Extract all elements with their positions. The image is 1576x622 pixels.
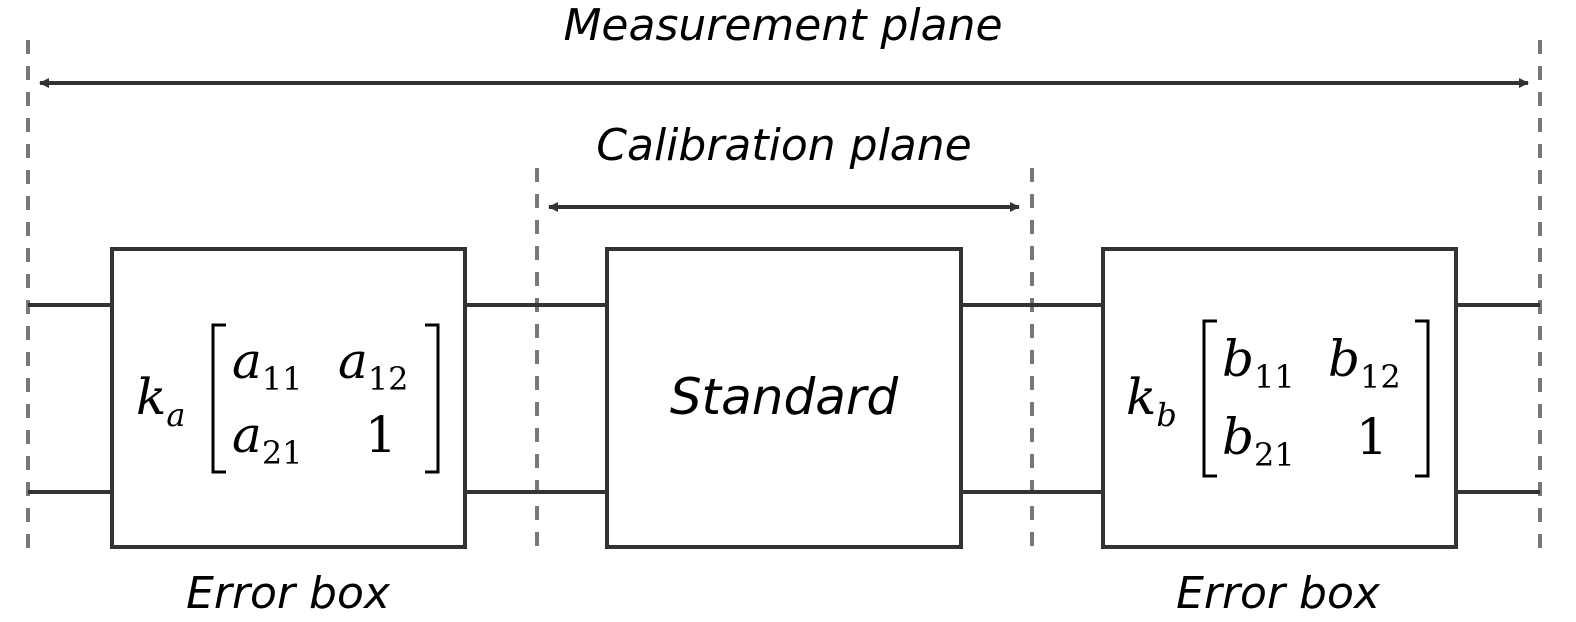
scale-factor-kb-symbol: k: [1126, 368, 1157, 426]
matrix-b-entry-12: b12: [1328, 334, 1401, 393]
matrix-a-left-bracket: [211, 323, 226, 474]
error-box-right-label: Error box: [1176, 568, 1380, 619]
scale-factor-ka: ka: [136, 372, 185, 431]
matrix-b-entry-21-symbol: b: [1222, 408, 1255, 466]
matrix-a-entry-21-subscript: 21: [261, 434, 303, 472]
matrix-a-entry-11-subscript: 11: [261, 360, 303, 398]
matrix-b-entry-11: b11: [1222, 334, 1295, 393]
matrix-b-entry-21: b21: [1222, 412, 1295, 471]
matrix-a-right-bracket: [425, 323, 440, 474]
matrix-b-right-bracket: [1415, 319, 1430, 478]
error-box-left-label: Error box: [186, 568, 390, 619]
standard-box: [605, 247, 963, 549]
matrix-a-entry-12-subscript: 12: [367, 360, 409, 398]
matrix-b-entry-22: 1: [1356, 412, 1388, 462]
calibration-plane-label: Calibration plane: [596, 120, 972, 171]
error-box-a: [110, 247, 467, 549]
matrix-a-entry-12: a12: [338, 336, 409, 395]
scale-factor-ka-symbol: k: [136, 368, 167, 426]
matrix-b-entry-11-symbol: b: [1222, 330, 1255, 388]
standard-label: Standard: [669, 368, 899, 426]
matrix-a-entry-12-symbol: a: [338, 332, 368, 390]
matrix-b-entry-12-subscript: 12: [1360, 358, 1401, 396]
matrix-b-left-bracket: [1202, 319, 1217, 478]
matrix-b-entry-12-symbol: b: [1328, 330, 1361, 388]
matrix-a-entry-21: a21: [232, 410, 303, 469]
matrix-b-entry-22-value: 1: [1356, 408, 1388, 466]
measurement-plane-label: Measurement plane: [563, 0, 1003, 51]
matrix-b-entry-11-subscript: 11: [1254, 358, 1295, 396]
matrix-a-entry-22: 1: [365, 410, 397, 460]
matrix-b-entry-21-subscript: 21: [1254, 436, 1295, 474]
scale-factor-ka-subscript: a: [166, 396, 186, 434]
matrix-a-entry-11-symbol: a: [232, 332, 262, 390]
error-box-b: [1101, 247, 1458, 549]
matrix-a-entry-21-symbol: a: [232, 406, 262, 464]
matrix-a-entry-22-value: 1: [365, 406, 397, 464]
matrix-a-entry-11: a11: [232, 336, 303, 395]
scale-factor-kb-subscript: b: [1156, 396, 1177, 434]
scale-factor-kb: kb: [1126, 372, 1177, 431]
